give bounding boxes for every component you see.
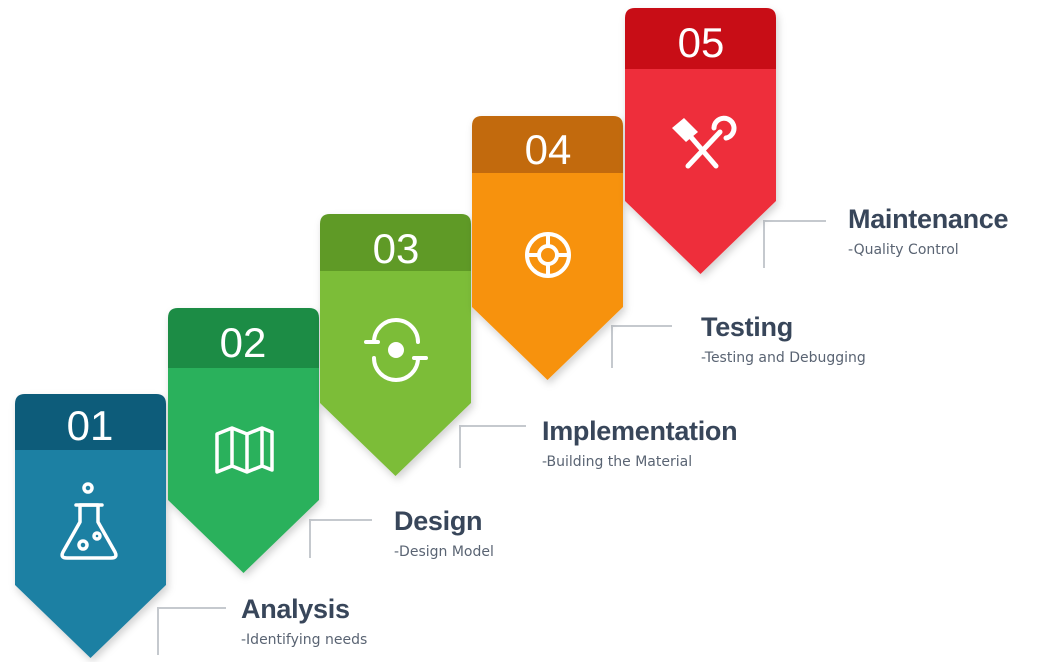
step-01-body — [15, 450, 166, 658]
connector-line-1 — [157, 607, 226, 655]
step-04-subtitle: -Testing and Debugging — [701, 350, 866, 366]
step-04-number: 04 — [525, 126, 572, 173]
step-02-header — [168, 308, 319, 368]
step-01-label: Analysis -Identifying needs — [241, 594, 368, 648]
step-05-number: 05 — [678, 19, 725, 66]
connector-line-5 — [763, 220, 826, 268]
lifebuoy-icon — [525, 232, 571, 278]
connector-line-2 — [309, 519, 372, 558]
step-01-title: Analysis — [241, 594, 350, 624]
connector-line-3 — [459, 425, 526, 468]
step-03-body — [320, 271, 471, 476]
step-04-title: Testing — [701, 312, 793, 342]
step-01-header — [15, 394, 166, 450]
step-04-label: Testing -Testing and Debugging — [701, 312, 866, 366]
step-01 — [15, 394, 166, 658]
step-05-title: Maintenance — [848, 204, 1009, 234]
step-02-label: Design -Design Model — [394, 506, 494, 560]
connector-line-4 — [611, 325, 672, 368]
step-04-header — [472, 116, 623, 173]
step-01-number: 01 — [67, 402, 114, 449]
step-02-number: 02 — [220, 319, 267, 366]
step-05 — [625, 8, 776, 274]
step-01-subtitle: -Identifying needs — [241, 632, 368, 648]
step-03-header — [320, 214, 471, 271]
step-02-subtitle: -Design Model — [394, 544, 494, 560]
step-03-subtitle: -Building the Material — [542, 454, 693, 470]
step-05-body — [625, 69, 776, 274]
step-05-label: Maintenance -Quality Control — [848, 204, 1009, 258]
step-05-subtitle: -Quality Control — [848, 242, 959, 258]
step-02-title: Design — [394, 506, 483, 536]
cycle-icon — [364, 318, 428, 382]
step-05-header — [625, 8, 776, 69]
step-03 — [320, 214, 471, 476]
step-03-title: Implementation — [542, 416, 738, 446]
step-03-label: Implementation -Building the Material — [542, 416, 738, 470]
flask-icon — [60, 482, 118, 560]
tools-icon — [672, 115, 737, 169]
map-icon — [215, 426, 274, 474]
step-03-number: 03 — [373, 225, 420, 272]
